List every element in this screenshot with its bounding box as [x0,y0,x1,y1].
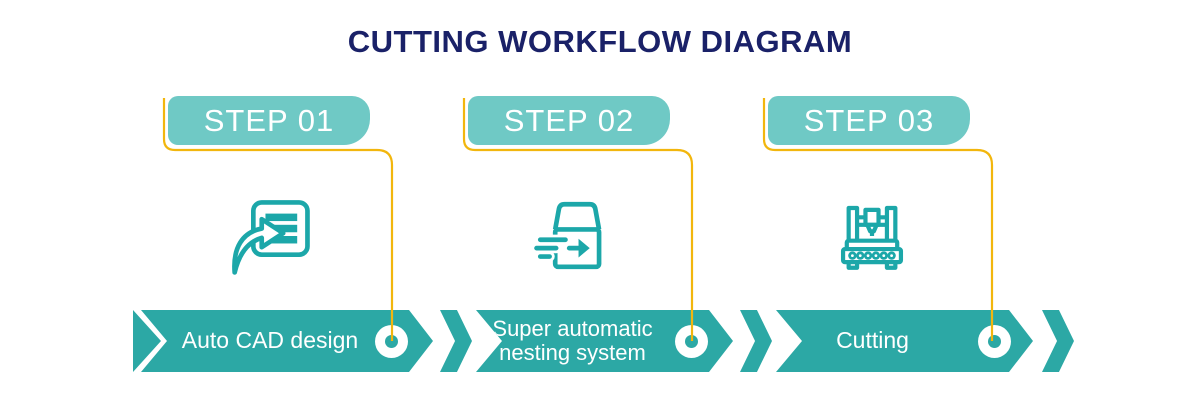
step-2-badge-label: STEP 02 [503,102,635,138]
step-3-badge-label: STEP 03 [803,102,935,138]
banner-step2-line2: nesting system [499,340,646,365]
connector-node-1 [375,325,408,358]
nesting-box-icon [530,194,614,278]
flow-chevron-icon-1 [440,310,472,372]
connector-node-2 [675,325,708,358]
banner-step1-text: Auto CAD design [175,310,365,372]
banner-step3: Cutting [776,310,1033,372]
banner-step2-line1: Super automatic [492,315,653,341]
step-2-badge: STEP 02 [468,96,670,145]
step-3-badge: STEP 03 [768,96,970,145]
flow-chevron-icon-3 [1042,310,1074,372]
banner-step2: Super automatic nesting system [476,310,733,372]
flow-chevron-icon-2 [740,310,772,372]
cnc-machine-icon [830,194,914,278]
connector-node-3 [978,325,1011,358]
banner-step2-text: Super automatic nesting system [490,310,655,372]
banner-step1-line1: Auto CAD design [181,327,359,354]
banner-step1: Auto CAD design [141,310,433,372]
banner-step3-text: Cutting [790,310,955,372]
step-1-badge-label: STEP 01 [203,102,335,138]
cad-import-icon [230,194,314,278]
step-1-badge: STEP 01 [168,96,370,145]
banner-step3-line1: Cutting [836,327,909,354]
page-title: CUTTING WORKFLOW DIAGRAM [347,24,853,59]
